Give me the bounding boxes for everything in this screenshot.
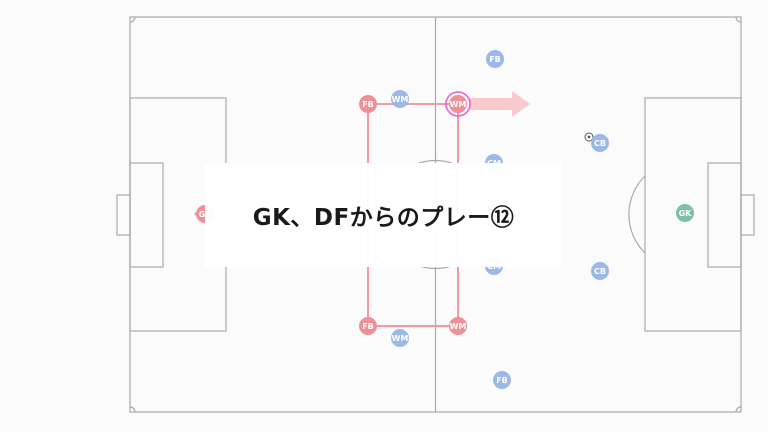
right-goal (740, 194, 755, 236)
player-label: FB (362, 100, 374, 109)
corner-arc-top-left (129, 16, 136, 23)
left-goal (116, 194, 131, 236)
player-label: WM (450, 322, 467, 331)
players-layer: FB WM FB WM GK FB WM CB (196, 50, 694, 389)
player-label: WM (392, 95, 409, 104)
player-blue-fb-top[interactable]: FB (486, 50, 504, 68)
left-goal-area (129, 162, 164, 268)
player-blue-wm-top[interactable]: WM (391, 90, 409, 108)
corner-arc-bottom-left (129, 406, 136, 413)
player-label: CB (594, 267, 606, 276)
player-green-gk[interactable]: GK (676, 204, 694, 222)
player-blue-cb-top[interactable]: CB (591, 134, 609, 152)
right-goal-area (707, 162, 742, 268)
player-blue-fb-bottom[interactable]: FB (493, 371, 511, 389)
corner-arc-bottom-right (735, 406, 742, 413)
corner-arc-top-right (735, 16, 742, 23)
player-blue-wm-bottom[interactable]: WM (391, 329, 409, 347)
arrow-icon (470, 91, 530, 117)
player-red-wm-bottom[interactable]: WM (449, 317, 467, 335)
pitch-lines (116, 16, 755, 413)
player-label: GK (679, 209, 693, 218)
page-title: GK、DFからのプレー⑫ (252, 205, 515, 231)
player-red-fb-top[interactable]: FB (359, 95, 377, 113)
player-label: FB (362, 322, 374, 331)
player-label: WM (392, 334, 409, 343)
player-red-wm-top[interactable]: WM (445, 91, 471, 117)
player-label: CB (594, 139, 606, 148)
player-blue-cb-bottom[interactable]: CB (591, 262, 609, 280)
right-penalty-arc (628, 175, 646, 254)
player-label: FB (496, 376, 508, 385)
player-label: FB (489, 55, 501, 64)
highlight-ring (445, 91, 471, 117)
ball-icon (584, 132, 594, 142)
title-overlay: GK、DFからのプレー⑫ (205, 163, 562, 267)
player-label: WM (450, 100, 467, 109)
player-red-fb-bottom[interactable]: FB (359, 317, 377, 335)
